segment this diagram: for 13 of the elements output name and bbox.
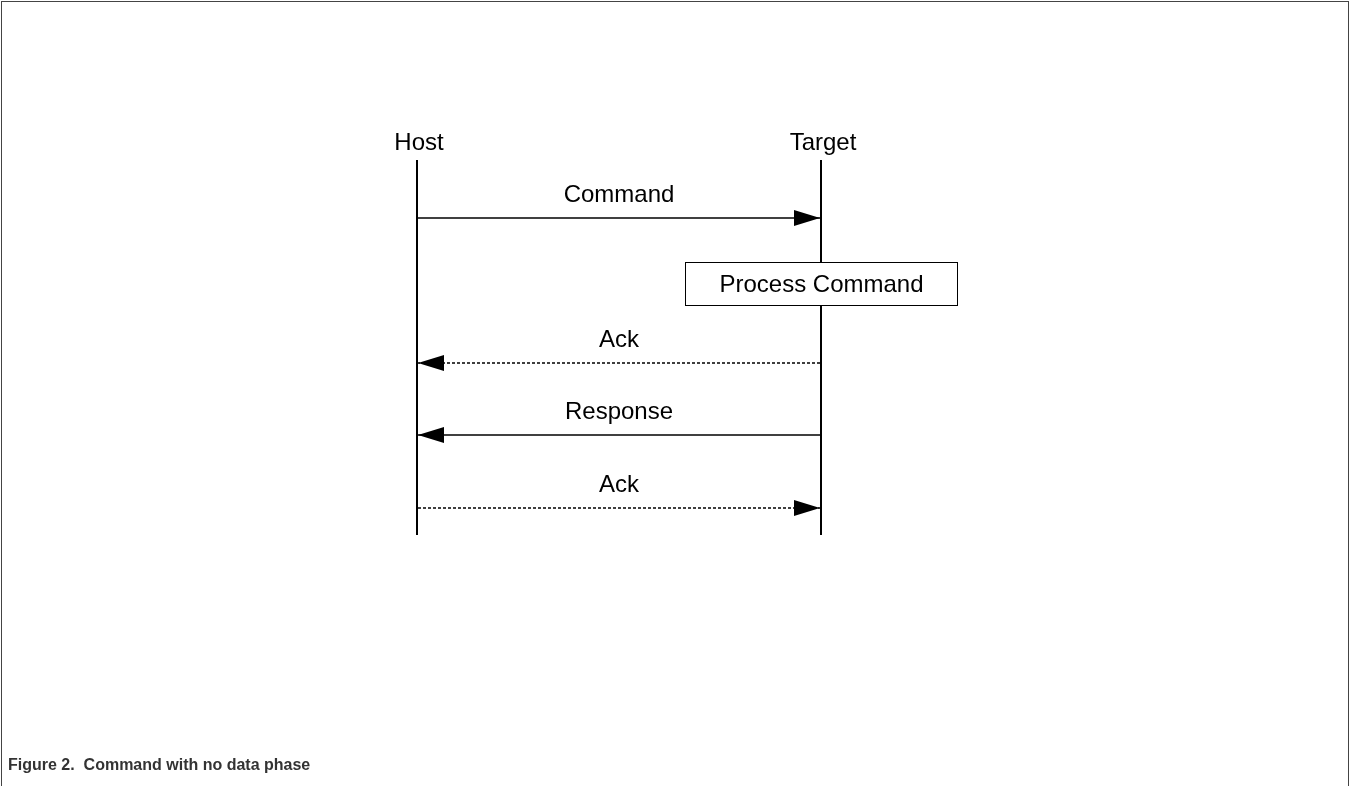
figure-caption: Figure 2. Command with no data phase [8, 756, 311, 774]
edge-label: Ack [599, 325, 639, 353]
lifeline [820, 306, 822, 535]
arrow [417, 427, 821, 443]
process-box: Process Command [685, 262, 958, 306]
arrow [417, 210, 821, 226]
edge-label: Response [564, 397, 674, 425]
participant-label: Target [789, 128, 857, 156]
participant-label: Host [394, 128, 444, 156]
arrow [417, 500, 821, 516]
edge-label: Ack [599, 470, 639, 498]
arrow [417, 355, 821, 371]
edge-label: Command [563, 180, 675, 208]
